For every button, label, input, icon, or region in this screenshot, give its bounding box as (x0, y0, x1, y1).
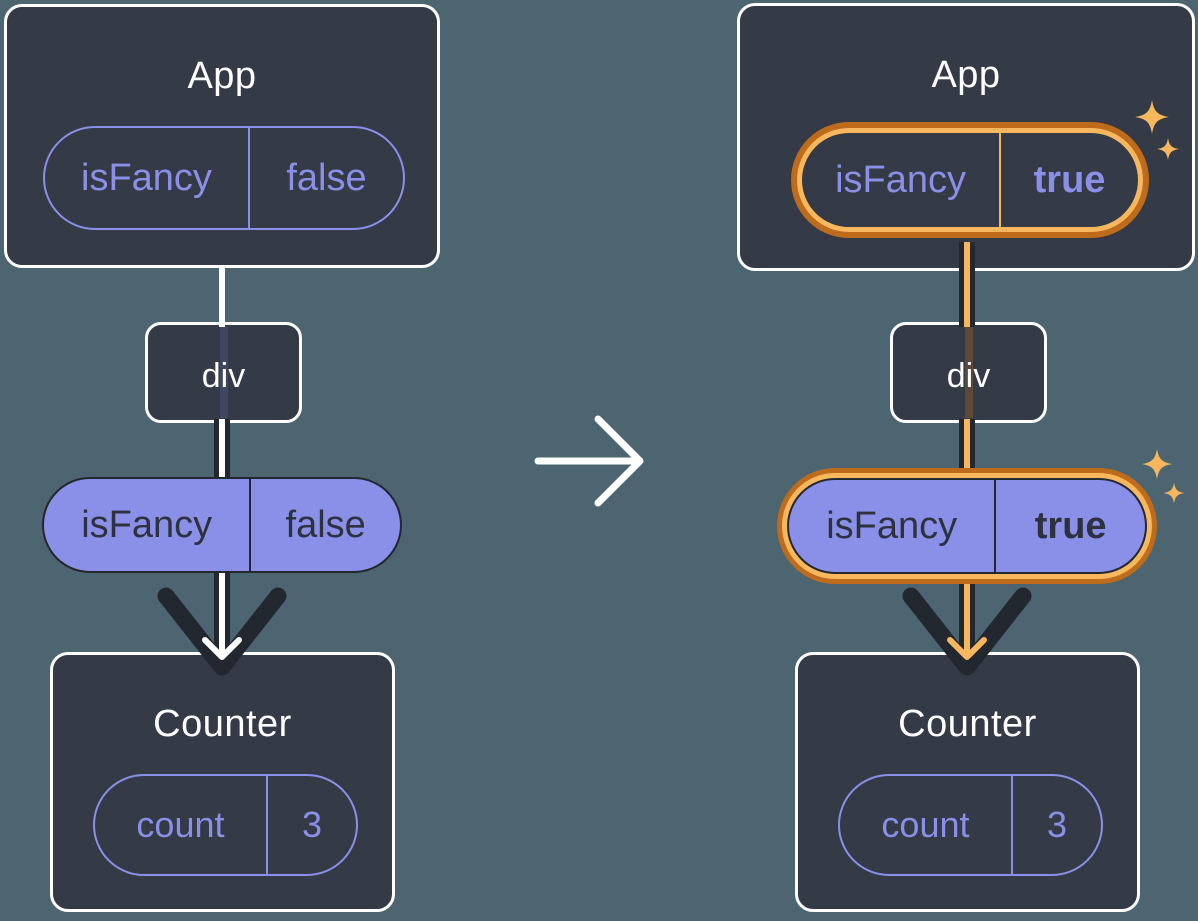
prop-name-label: isFancy (81, 503, 213, 546)
div-node-box-after: div (890, 322, 1047, 423)
prop-value-label: false (249, 479, 400, 571)
counter-state-pill-before: count 3 (93, 774, 358, 876)
state-name-label: count (136, 804, 225, 845)
edge-ghost-stripe (964, 327, 973, 418)
state-value-label: false (247, 128, 403, 228)
state-name-label: count (881, 804, 970, 845)
state-name-label: isFancy (81, 156, 212, 199)
app-state-pill-before: isFancy false (43, 126, 405, 230)
app-title-before: App (187, 55, 257, 97)
edge-ghost-stripe (219, 327, 228, 418)
app-component-box-before: App isFancy false (4, 4, 440, 268)
passed-prop-pill-before: isFancy false (42, 477, 402, 573)
state-value-label: true (999, 133, 1138, 227)
state-value-label: 3 (265, 776, 356, 874)
state-value-label: 3 (1010, 776, 1101, 874)
sparkle-icon (1141, 448, 1173, 480)
counter-component-box-before: Counter count 3 (50, 652, 395, 912)
counter-title-before: Counter (153, 703, 292, 745)
transition-arrow-icon (534, 415, 644, 507)
sparkle-icon (1163, 482, 1185, 504)
app-component-box-after: App isFancy true (737, 3, 1195, 271)
counter-title-after: Counter (898, 703, 1037, 745)
div-label-before: div (201, 357, 246, 395)
app-state-pill-after: isFancy true (797, 128, 1143, 232)
prop-value-label: true (994, 480, 1145, 572)
app-title-after: App (931, 54, 1001, 96)
div-node-box-before: div (145, 322, 302, 423)
prop-name-label: isFancy (826, 504, 958, 547)
counter-component-box-after: Counter count 3 (795, 652, 1140, 912)
counter-state-pill-after: count 3 (838, 774, 1103, 876)
passed-prop-pill-after: isFancy true (787, 478, 1147, 574)
state-name-label: isFancy (835, 158, 966, 201)
div-label-after: div (946, 357, 991, 395)
